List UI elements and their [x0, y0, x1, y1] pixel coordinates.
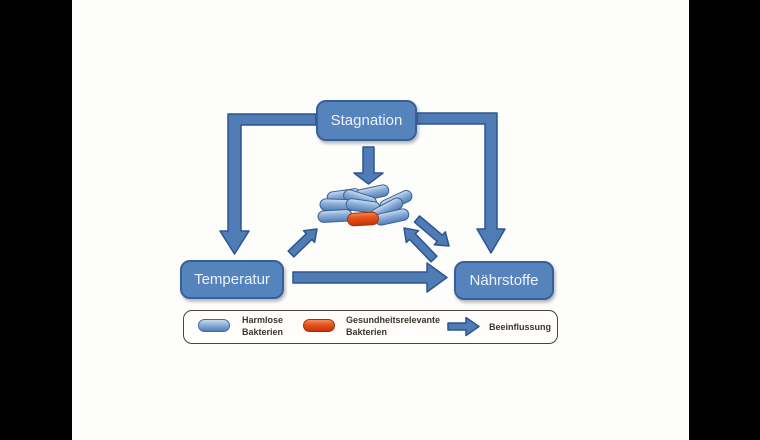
connector-stagnation-to-naehrstoffe-arrow [416, 112, 506, 254]
legend-pathogenic-label: Gesundheitsrelevante Bakterien [346, 314, 440, 338]
legend-pathogenic-line1: Gesundheitsrelevante [346, 315, 441, 325]
connector-stagnation-to-temperatur-arrow [219, 113, 317, 255]
legend-harmless-line1: Harmlose [242, 315, 284, 325]
connector-naehrstoffe-to-bacteria-arrow [403, 227, 438, 263]
connector-temperatur-to-bacteria-arrow [287, 228, 318, 258]
legend-harmless-line2: Bakterien [242, 327, 284, 337]
node-naehrstoffe-label: Nährstoffe [469, 272, 539, 289]
legend-box: Harmlose Bakterien Gesundheitsrelevante … [183, 310, 558, 344]
pathogenic-bacterium-icon [347, 211, 379, 227]
influence-arrow-icon [447, 317, 480, 337]
node-naehrstoffe: Nährstoffe [454, 261, 554, 300]
legend-pathogenic-line2: Bakterien [346, 327, 388, 337]
harmless-bacteria-icon [198, 319, 230, 332]
bacteria-cluster [317, 184, 413, 227]
node-temperatur: Temperatur [180, 260, 284, 299]
node-stagnation-label: Stagnation [330, 112, 403, 129]
pathogenic-bacteria-icon [303, 319, 335, 332]
legend-harmless-label: Harmlose Bakterien [242, 314, 283, 338]
connector-stagnation-to-bacteria-arrow [353, 146, 384, 185]
legend-influence-label: Beeinflussung [489, 322, 552, 332]
node-temperatur-label: Temperatur [194, 271, 270, 288]
harmless-bacterium-icon [317, 209, 353, 223]
connector-bacteria-to-naehrstoffe-arrow [413, 215, 450, 247]
node-stagnation: Stagnation [316, 100, 417, 141]
connector-temperatur-to-naehrstoffe-arrow [292, 262, 448, 293]
